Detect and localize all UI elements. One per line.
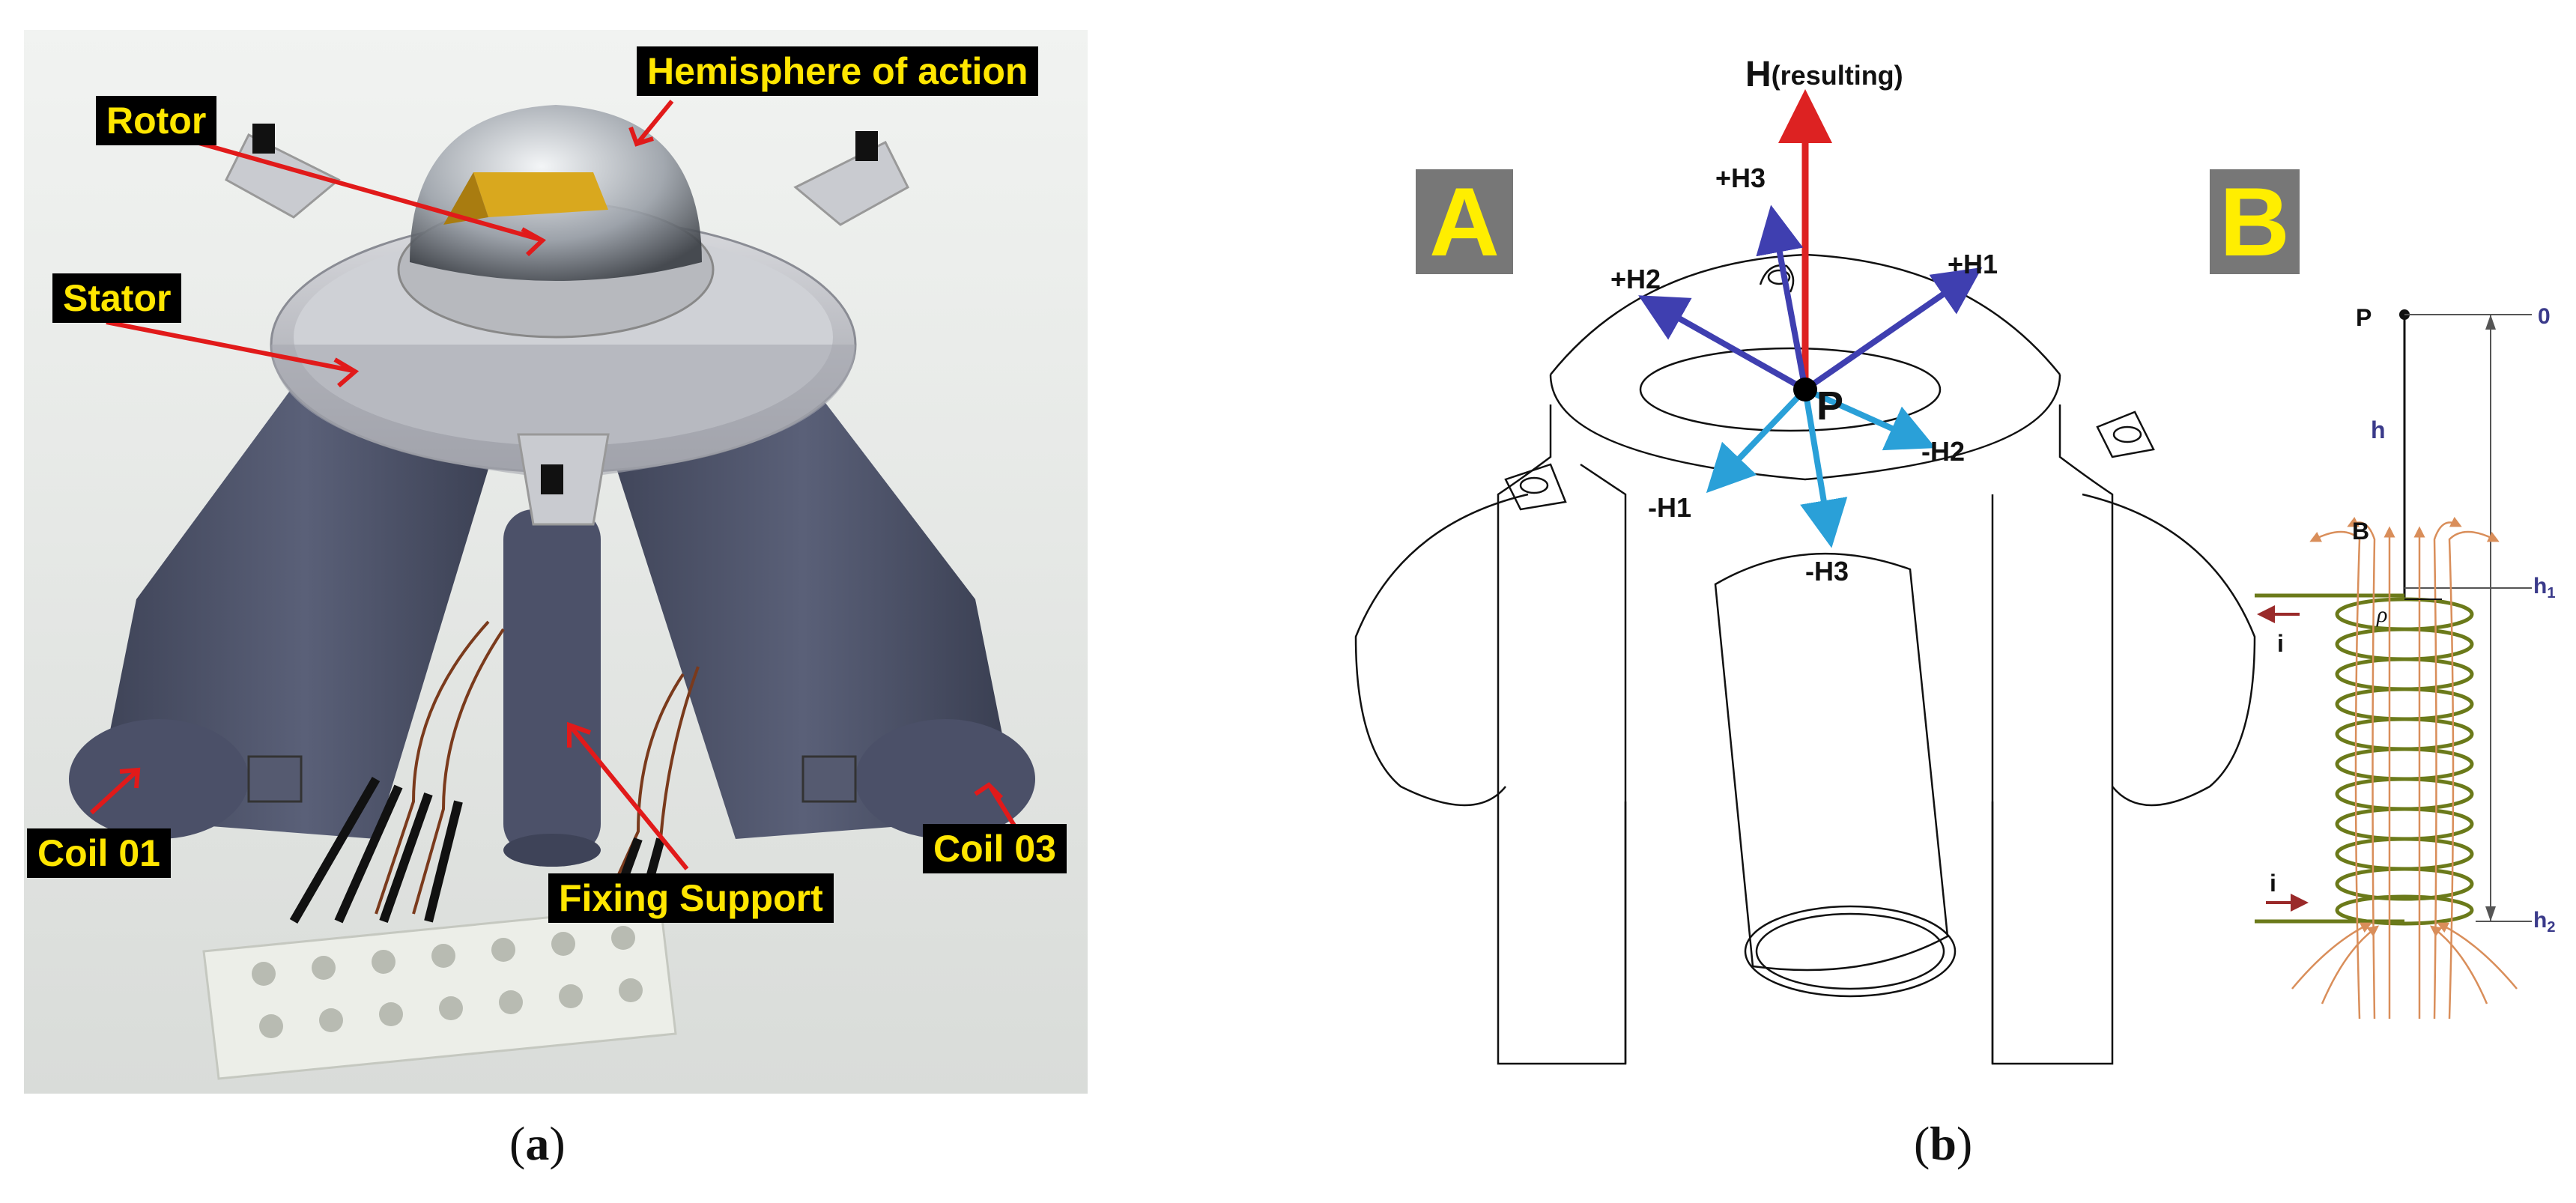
callout-rotor: Rotor <box>96 96 217 145</box>
label-point-p: P <box>1816 384 1843 428</box>
panel-a-photo: Hemisphere of action Rotor Stator Coil 0… <box>24 30 1088 1094</box>
callout-coil03: Coil 03 <box>923 824 1067 873</box>
stator-line-drawing <box>1354 253 2256 1065</box>
caption-a: (a) <box>509 1117 566 1170</box>
wires <box>375 620 700 915</box>
vector-minus-h1 <box>1706 387 1807 494</box>
vector-and-solenoid-diagram: H(resulting) +H3 +H2 +H1 -H2 -H1 -H3 P <box>1354 55 2555 1065</box>
box-label-a: A <box>1416 169 1513 274</box>
panel-b-diagram: H(resulting) +H3 +H2 +H1 -H2 -H1 -H3 P <box>1326 15 2569 1109</box>
hemisphere-dome <box>397 105 715 339</box>
callout-stator: Stator <box>52 273 182 323</box>
point-p-marker <box>1793 378 1817 401</box>
solenoid-label-h1: h1 <box>2533 574 2555 602</box>
box-label-b: B <box>2210 169 2300 274</box>
solenoid-label-p: P <box>2356 304 2372 331</box>
solenoid-label-b: B <box>2352 518 2369 545</box>
label-minus-h2: -H2 <box>1921 436 1965 467</box>
callout-hemisphere: Hemisphere of action <box>637 46 1039 96</box>
caption-b: (b) <box>1914 1117 1973 1170</box>
label-plus-h3: +H3 <box>1715 163 1766 193</box>
terminal-block <box>202 905 677 1080</box>
label-minus-h1: -H1 <box>1648 492 1691 523</box>
solenoid-label-rho: ρ <box>2376 602 2387 627</box>
label-plus-h2: +H2 <box>1610 264 1661 294</box>
label-plus-h1: +H1 <box>1948 249 1998 279</box>
fixing-support-body <box>503 509 601 867</box>
vector-plus-h1 <box>1803 267 1983 393</box>
field-vectors <box>1638 89 1983 548</box>
rotor-magnet <box>473 172 608 217</box>
solenoid-diagram <box>2255 309 2532 1019</box>
vector-minus-h3 <box>1800 389 1848 548</box>
solenoid-label-h: h <box>2371 416 2386 443</box>
vector-plus-h2 <box>1638 295 1807 393</box>
callout-fixing-support: Fixing Support <box>548 873 834 923</box>
device-illustration <box>24 30 1088 1094</box>
solenoid-label-i-bottom: i <box>2270 870 2276 897</box>
label-minus-h3: -H3 <box>1805 556 1849 587</box>
solenoid-label-h2: h2 <box>2533 908 2555 936</box>
callout-coil01: Coil 01 <box>27 828 171 878</box>
label-h-resulting: H(resulting) <box>1745 55 1903 94</box>
vector-minus-h2 <box>1804 387 1936 451</box>
solenoid-label-i-top: i <box>2277 630 2284 657</box>
vector-plus-h3 <box>1756 204 1808 390</box>
solenoid-label-zero: 0 <box>2538 304 2551 329</box>
